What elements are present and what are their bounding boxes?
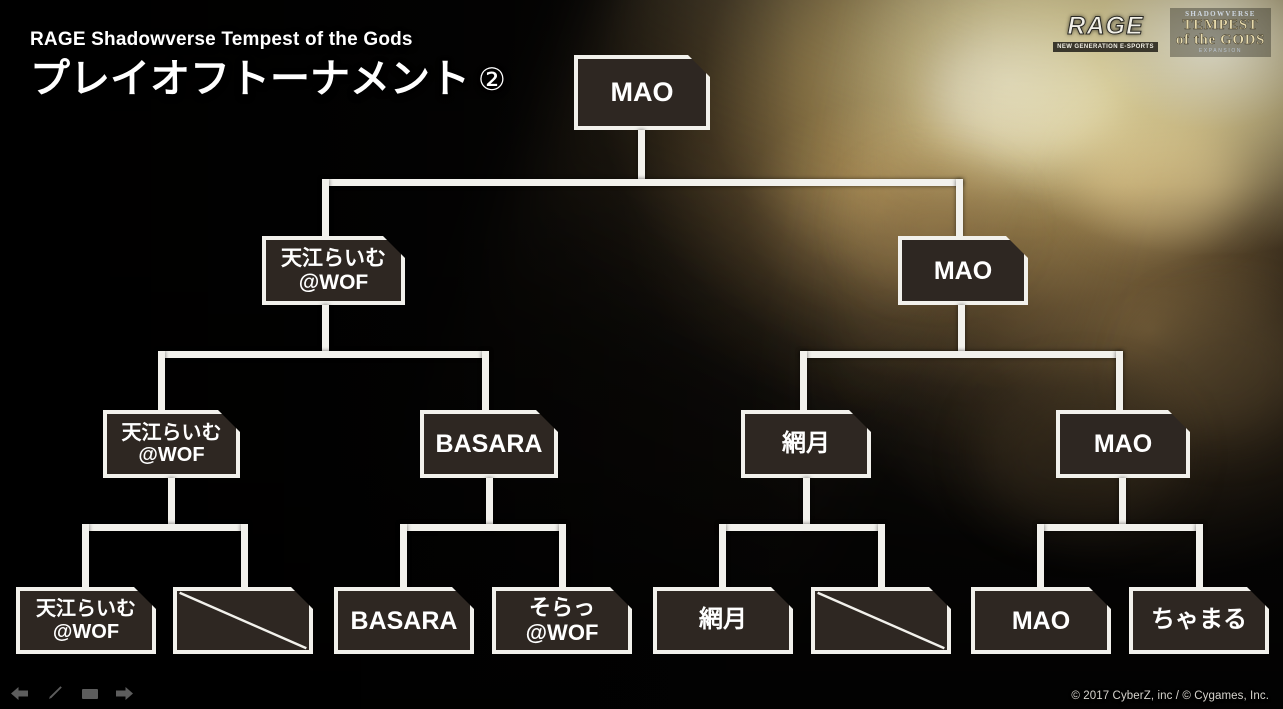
bracket-node-semifinal-1-line1: 天江らいむ	[281, 246, 386, 270]
bracket-node-quarterfinal-2[interactable]: BASARA	[420, 410, 558, 478]
bye-slash-icon	[815, 591, 947, 650]
connector-sf1-stem	[322, 305, 329, 355]
bracket-node-round1-1-line1: 天江らいむ	[36, 598, 136, 621]
connector-semifinal-left-drop	[322, 179, 329, 237]
bracket-node-round1-4-line2: @WOF	[525, 619, 599, 645]
bracket-node-champion-line1: MAO	[610, 77, 674, 108]
bracket-node-round1-3-line1: BASARA	[350, 606, 458, 635]
pen-icon[interactable]	[45, 684, 64, 703]
connector-sf2-stem	[958, 305, 965, 355]
bracket-node-quarterfinal-1-line2: @WOF	[138, 444, 205, 466]
shadowverse-logo-line2: of the GODS	[1175, 32, 1265, 48]
presentation-nav-controls	[10, 684, 134, 703]
logo-group: RAGE NEW GENERATION E-SPORTS SHADOWVERSE…	[1053, 8, 1271, 57]
shadowverse-logo-top: SHADOWVERSE	[1185, 10, 1256, 18]
bracket-node-semifinal-2[interactable]: MAO	[898, 236, 1028, 305]
bracket-node-quarterfinal-4-line1: MAO	[1093, 430, 1153, 458]
connector-r1-slot2-drop	[241, 524, 248, 587]
bracket-node-quarterfinal-4[interactable]: MAO	[1056, 410, 1190, 478]
bracket-node-round1-8[interactable]: ちゃまる	[1129, 587, 1269, 654]
bracket-node-round1-6-bye[interactable]	[811, 587, 951, 654]
event-subtitle: RAGE Shadowverse Tempest of the Gods	[30, 29, 413, 50]
bracket-node-champion[interactable]: MAO	[574, 55, 710, 130]
bye-slash-icon	[177, 591, 309, 650]
connector-qf4-drop	[1116, 351, 1123, 410]
connector-qf-right-horizontal	[800, 351, 1123, 358]
connector-qf-left-horizontal	[158, 351, 489, 358]
bracket-node-round1-5-line1: 網月	[699, 606, 747, 634]
connector-qf4-stem	[1119, 478, 1126, 528]
bracket-node-quarterfinal-3-line1: 網月	[782, 429, 830, 457]
bracket-node-round1-1-line2: @WOF	[52, 620, 120, 643]
connector-r1-slot7-drop	[1037, 524, 1044, 587]
connector-semifinal-right-drop	[956, 179, 963, 237]
bracket-node-semifinal-1[interactable]: 天江らいむ @WOF	[262, 236, 405, 305]
rage-logo-tagline: NEW GENERATION E-SPORTS	[1053, 41, 1158, 52]
connector-r1-slot8-drop	[1196, 524, 1203, 587]
slide-icon[interactable]	[80, 684, 99, 703]
bracket-node-round1-7-line1: MAO	[1011, 606, 1071, 635]
connector-qf2-drop	[482, 351, 489, 410]
shadowverse-logo-line1: TEMPEST	[1182, 17, 1259, 33]
bracket-node-semifinal-2-line1: MAO	[933, 256, 993, 285]
connector-qf2-stem	[486, 478, 493, 528]
connector-qf1-stem	[168, 478, 175, 528]
shadowverse-logo: SHADOWVERSE TEMPEST of the GODS EXPANSIO…	[1169, 8, 1271, 57]
connector-r1-pair3-horizontal	[719, 524, 885, 531]
bracket-node-round1-1[interactable]: 天江らいむ @WOF	[16, 587, 156, 654]
connector-r1-slot4-drop	[559, 524, 566, 587]
shadowverse-logo-bottom: EXPANSION	[1198, 48, 1243, 54]
page-title: プレイオフトーナメント ②	[30, 59, 506, 99]
bracket-node-quarterfinal-1[interactable]: 天江らいむ @WOF	[103, 410, 240, 478]
connector-champion-stem	[638, 130, 645, 183]
bracket-node-quarterfinal-2-line1: BASARA	[435, 430, 543, 458]
bracket-node-semifinal-1-line2: @WOF	[298, 270, 369, 294]
page-title-text: プレイオフトーナメント	[30, 57, 470, 101]
connector-r1-slot5-drop	[719, 524, 726, 587]
bracket-node-quarterfinal-3[interactable]: 網月	[741, 410, 871, 478]
bracket-node-round1-2-bye[interactable]	[173, 587, 313, 654]
connector-r1-slot6-drop	[878, 524, 885, 587]
connector-r1-pair1-horizontal	[82, 524, 248, 531]
connector-r1-pair2-horizontal	[400, 524, 566, 531]
arrow-right-icon[interactable]	[115, 684, 134, 703]
bracket-node-round1-7[interactable]: MAO	[971, 587, 1111, 654]
rage-logo-wordmark: RAGE	[1067, 11, 1144, 40]
bracket-node-round1-5[interactable]: 網月	[653, 587, 793, 654]
bracket-node-round1-8-line1: ちゃまる	[1151, 606, 1247, 634]
copyright-notice: © 2017 CyberZ, inc / © Cygames, Inc.	[1071, 690, 1269, 702]
rage-logo: RAGE NEW GENERATION E-SPORTS	[1053, 11, 1158, 52]
arrow-left-icon[interactable]	[10, 684, 29, 703]
bracket-node-round1-3[interactable]: BASARA	[334, 587, 474, 654]
page-number-badge: ②	[478, 61, 506, 97]
connector-r1-slot1-drop	[82, 524, 89, 587]
connector-qf3-stem	[803, 478, 810, 528]
slide-header: RAGE Shadowverse Tempest of the Gods プレイ…	[30, 30, 506, 99]
connector-qf3-drop	[800, 351, 807, 410]
connector-r1-slot3-drop	[400, 524, 407, 587]
bracket-node-round1-4-line1: そらっ	[528, 594, 595, 620]
connector-qf1-drop	[158, 351, 165, 410]
bracket-node-quarterfinal-1-line1: 天江らいむ	[121, 421, 222, 444]
connector-semifinal-horizontal	[322, 179, 963, 186]
connector-r1-pair4-horizontal	[1037, 524, 1203, 531]
bracket-node-round1-4[interactable]: そらっ @WOF	[492, 587, 632, 654]
